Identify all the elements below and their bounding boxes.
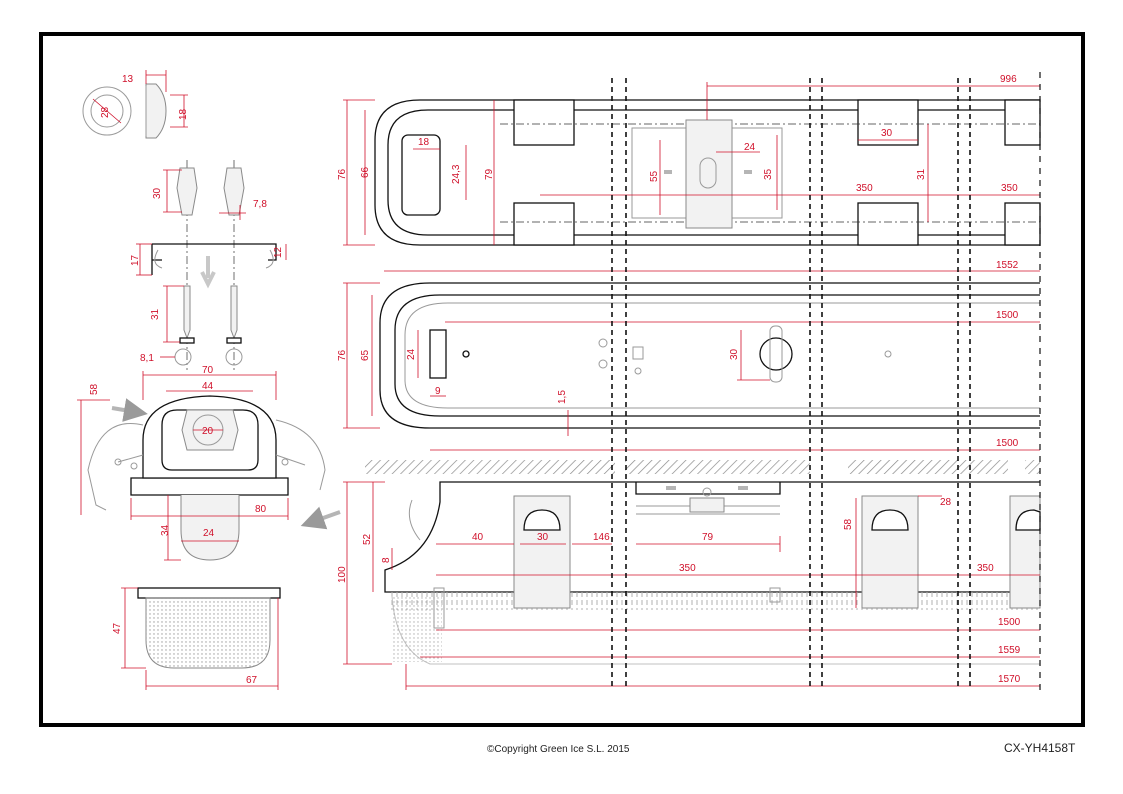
dim-12: 12 <box>273 246 284 258</box>
dim-24b: 24 <box>744 142 756 153</box>
dim-17: 17 <box>130 254 141 266</box>
dim-80: 80 <box>255 504 267 515</box>
dim-79b: 79 <box>702 532 714 543</box>
dim-31b: 31 <box>916 168 927 180</box>
dim-28b: 28 <box>940 497 952 508</box>
dim-20: 20 <box>202 426 214 437</box>
side-view <box>343 460 1041 690</box>
dim-30a: 30 <box>152 187 163 199</box>
dim-24-3: 24,3 <box>451 164 462 184</box>
dim-146: 146 <box>593 532 610 543</box>
cross-section <box>77 371 341 561</box>
copyright-notice: ©Copyright Green Ice S.L. 2015 <box>487 744 630 755</box>
dim-28: 28 <box>100 106 111 118</box>
dim-8: 8 <box>381 557 392 563</box>
dim-66: 66 <box>360 166 371 178</box>
dim-18: 18 <box>178 108 189 120</box>
dim-58b: 58 <box>843 518 854 530</box>
dim-34: 34 <box>160 524 171 536</box>
dim-76a: 76 <box>337 168 348 180</box>
cap-detail <box>82 70 188 139</box>
dim-30b: 30 <box>881 128 893 139</box>
dim-65: 65 <box>360 349 371 361</box>
dim-9: 9 <box>435 386 441 397</box>
dim-30d: 30 <box>537 532 549 543</box>
dim-13: 13 <box>122 74 134 85</box>
dim-79a: 79 <box>484 168 495 180</box>
dim-350c: 350 <box>679 563 696 574</box>
dim-7-8: 7,8 <box>253 199 267 210</box>
dim-1500a: 1500 <box>996 310 1019 321</box>
dim-76b: 76 <box>337 349 348 361</box>
dim-31a: 31 <box>150 308 161 320</box>
dim-996: 996 <box>1000 74 1017 85</box>
dim-1500c: 1500 <box>998 617 1021 628</box>
diffuser-detail <box>121 587 281 690</box>
anchor-detail <box>136 160 287 370</box>
dim-1570: 1570 <box>998 674 1021 685</box>
dim-24c: 24 <box>406 348 417 360</box>
dimension-labels: 13 28 18 30 7,8 17 12 31 8,1 70 58 44 20… <box>89 74 1021 686</box>
dim-44: 44 <box>202 381 214 392</box>
dim-47: 47 <box>112 622 123 634</box>
drawing-code: CX-YH4158T <box>1004 741 1076 755</box>
dim-24a: 24 <box>203 528 215 539</box>
dim-8-1: 8,1 <box>140 353 154 364</box>
dim-40: 40 <box>472 532 484 543</box>
dim-1500b: 1500 <box>996 438 1019 449</box>
dim-350b: 350 <box>1001 183 1018 194</box>
bottom-view <box>343 270 1040 451</box>
dim-52: 52 <box>362 533 373 545</box>
dim-67: 67 <box>246 675 258 686</box>
dim-1-5: 1,5 <box>557 390 568 404</box>
dim-55: 55 <box>649 170 660 182</box>
dim-100: 100 <box>337 566 348 583</box>
dim-1552: 1552 <box>996 260 1019 271</box>
dim-35: 35 <box>763 168 774 180</box>
dim-70: 70 <box>202 365 214 376</box>
drawing-frame <box>39 32 1085 727</box>
dim-58a: 58 <box>89 383 100 395</box>
top-view <box>343 82 1041 246</box>
dim-350a: 350 <box>856 183 873 194</box>
dim-350d: 350 <box>977 563 994 574</box>
dim-1559: 1559 <box>998 645 1021 656</box>
dim-30c: 30 <box>729 348 740 360</box>
dim-18b: 18 <box>418 137 430 148</box>
break-lines <box>611 72 1041 692</box>
